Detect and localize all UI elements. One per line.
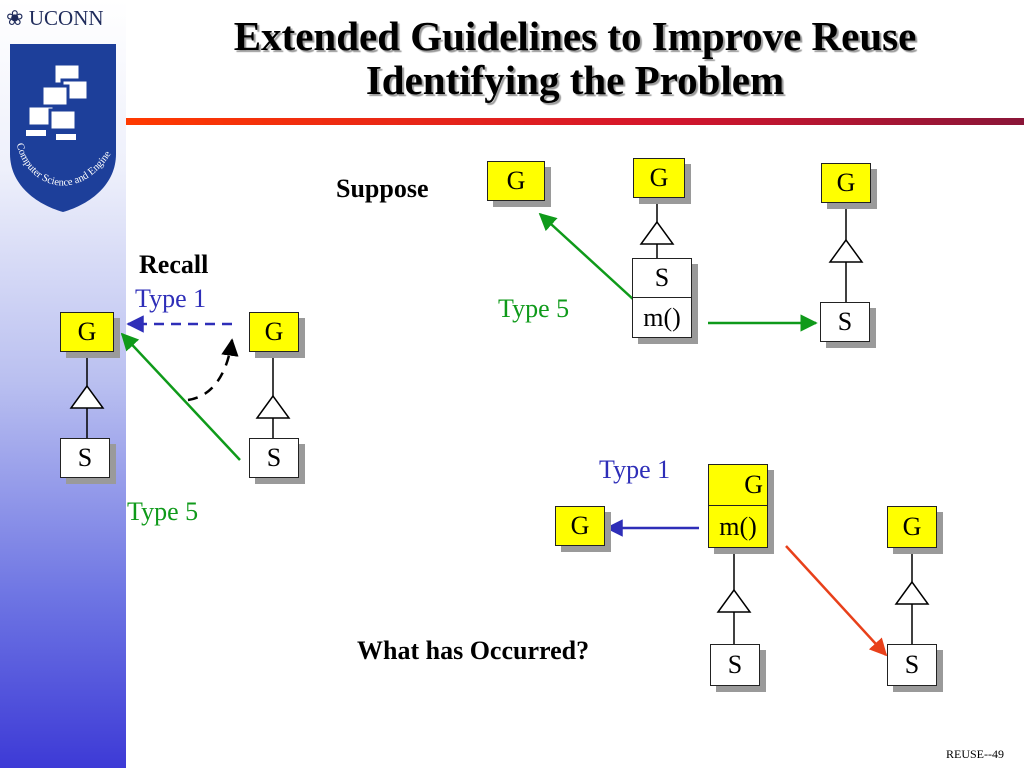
title-divider — [126, 118, 1024, 125]
occurred-question: What has Occurred? — [357, 636, 590, 665]
occurred-right-inherit-triangle — [894, 580, 930, 605]
recall-type5-label: Type 5 — [127, 497, 199, 526]
slide-number: REUSE--49 — [946, 747, 1004, 761]
uconn-logo-text: UCONN — [28, 6, 104, 30]
occurred-mid-inherit-triangle — [716, 588, 752, 613]
suppose-stack-name: S — [633, 259, 691, 298]
recall-special-class-left: S — [60, 438, 110, 478]
suppose-mid-inherit-triangle — [639, 220, 675, 245]
suppose-stack-method: m() — [643, 302, 681, 332]
suppose-type5-label: Type 5 — [498, 294, 570, 323]
oak-leaf-icon: ❀ — [6, 6, 24, 30]
suppose-general-class-a: G — [487, 161, 545, 201]
slide-title-line-1: Extended Guidelines to Improve Reuse — [233, 13, 917, 59]
sidebar-gradient: ❀ UCONN Computer Science and Engineering — [0, 0, 126, 768]
suppose-subclass-with-method: S m() — [632, 258, 692, 338]
recall-dashed-curve — [187, 338, 239, 402]
occurred-general-class-with-method: G m() — [708, 464, 768, 548]
cse-seal-icon: Computer Science and Engineering — [6, 44, 116, 212]
slide-title-line-2: Identifying the Problem — [365, 57, 785, 103]
recall-special-class-right: S — [249, 438, 299, 478]
suppose-general-class-c: G — [821, 163, 871, 203]
recall-heading: Recall — [139, 250, 209, 279]
occurred-stack-method: m() — [719, 511, 757, 541]
occurred-general-class-left: G — [555, 506, 605, 546]
suppose-special-class-c: S — [820, 302, 870, 342]
occurred-type1-label: Type 1 — [599, 455, 671, 484]
uconn-logo: ❀ UCONN — [6, 6, 104, 31]
occurred-special-class-right: S — [887, 644, 937, 686]
suppose-right-inherit-triangle — [828, 238, 864, 263]
occurred-stack-name: G — [709, 465, 767, 506]
occurred-red-arrow — [785, 545, 888, 657]
recall-right-inherit-triangle — [255, 394, 291, 419]
occurred-general-class-right: G — [887, 506, 937, 548]
suppose-general-class-b: G — [633, 158, 685, 198]
recall-type5-arrow — [120, 332, 241, 461]
recall-general-class-right: G — [249, 312, 299, 352]
suppose-heading: Suppose — [336, 174, 429, 203]
recall-general-class-left: G — [60, 312, 114, 352]
suppose-type5-arrow — [538, 212, 635, 301]
occurred-special-class-mid: S — [710, 644, 760, 686]
recall-type1-label: Type 1 — [135, 284, 207, 313]
